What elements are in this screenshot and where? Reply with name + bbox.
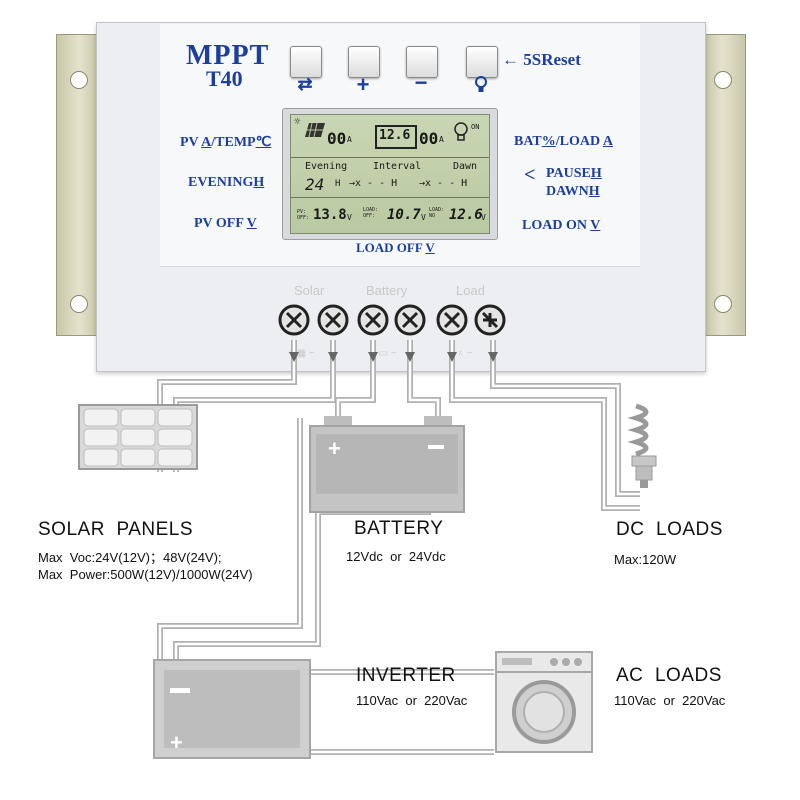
battery-icon: +: [309, 416, 465, 513]
washing-machine-icon: [495, 651, 593, 753]
mounting-hole: [70, 295, 88, 313]
lcd-load-off-unit: V: [421, 213, 426, 222]
mounting-hole: [714, 71, 732, 89]
cycle-arrows-icon: ⇄: [297, 74, 313, 94]
dc-loads-title: DC LOADS: [616, 519, 723, 540]
lcd-evening-value: 24: [305, 175, 325, 194]
lcd-load-on: ON: [471, 123, 480, 131]
lcd-pv-off-unit: V: [347, 213, 352, 222]
cycle-button[interactable]: [290, 46, 322, 78]
lcd-interval-label: Interval: [373, 161, 422, 172]
lcd-load-off-value: 10.7: [387, 207, 421, 223]
solar-voc-spec: Max Voc:24V(12V)；48V(24V);: [38, 550, 222, 565]
lcd-pv-unit: A: [347, 135, 352, 144]
left-arrow-icon: ←: [502, 50, 519, 69]
terminal-block: + ▦ − + ▭ − + ♁ −: [278, 304, 506, 359]
lcd-battery-value: 12.6: [379, 128, 411, 143]
load-on-label: LOAD ON V: [522, 218, 601, 233]
ac-loads-title: AC LOADS: [616, 665, 722, 686]
battery-spec: 12Vdc or 24Vdc: [346, 549, 446, 564]
bulb-icon: [475, 76, 487, 92]
dawn-label: DAWNH: [546, 184, 600, 199]
svg-text:+: +: [170, 730, 183, 755]
lcd-load-on-unit: V: [481, 213, 486, 222]
terminal-label-load: Load: [456, 283, 485, 298]
lcd-evening-label: Evening: [305, 161, 348, 172]
svg-text:+: +: [328, 436, 341, 461]
inverter-icon: +: [153, 659, 311, 759]
lcd-load-on-tag: LOAD: NO: [429, 207, 445, 219]
model-label: T40: [206, 66, 243, 91]
solar-panel-lcd-icon: [305, 123, 325, 137]
plus-icon: +: [356, 72, 370, 97]
terminal-label-battery: Battery: [366, 283, 408, 298]
battery-terminal-polarity-icon: + ▭ −: [370, 348, 397, 359]
lcd-screen: ☼ 00 A 12.6 00 A ON Evening Interval Daw…: [290, 114, 490, 234]
cfl-bulb-icon: [627, 403, 657, 488]
plus-button[interactable]: [348, 46, 380, 78]
wire-arrows: [289, 352, 498, 362]
right-mounting-bracket: [698, 34, 746, 336]
mounting-hole: [70, 71, 88, 89]
solar-terminal-polarity-icon: + ▦ −: [288, 348, 315, 359]
pause-label: PAUSEH: [546, 166, 602, 181]
lcd-dawn-label: Dawn: [453, 161, 478, 172]
solar-power-spec: Max Power:500W(12V)/1000W(24V): [38, 567, 253, 582]
pause-dawn-label: <: [524, 164, 535, 187]
lcd-bulb-icon: [454, 122, 468, 141]
evening-label: EVENINGH: [188, 175, 265, 190]
bat-load-label: BAT%/LOAD A: [514, 134, 613, 149]
lcd-divider: [291, 197, 489, 198]
lcd-load-off-tag: LOAD: OFF:: [363, 207, 379, 219]
lcd-pv-off-tag: PV: OFF:: [297, 209, 310, 221]
ac-loads-spec: 110Vac or 220Vac: [614, 693, 726, 708]
lcd-pv-off-value: 13.8: [313, 207, 347, 223]
pv-temp-label: PV A/TEMP℃: [180, 135, 272, 150]
load-off-label: LOAD OFF V: [356, 240, 435, 255]
load-wire-positive: [449, 340, 640, 511]
lcd-load-on-value: 12.6: [449, 207, 483, 223]
inverter-spec: 110Vac or 220Vac: [356, 693, 468, 708]
screw-terminal[interactable]: [474, 304, 506, 336]
lcd-battery-icon: 12.6: [375, 125, 417, 149]
screw-terminal[interactable]: [436, 304, 468, 336]
lcd-load-value: 00: [419, 129, 439, 148]
lcd-load-unit: A: [439, 135, 444, 144]
lcd-pv-value: 00: [327, 129, 347, 148]
dc-loads-spec: Max:120W: [614, 552, 677, 567]
screw-terminal[interactable]: [357, 304, 389, 336]
battery-title: BATTERY: [354, 518, 444, 539]
inverter-title: INVERTER: [356, 665, 456, 686]
screw-terminal[interactable]: [278, 304, 310, 336]
reset-hint-text: 5SReset: [523, 50, 581, 69]
minus-icon: −: [414, 70, 428, 95]
terminal-label-solar: Solar: [294, 283, 325, 298]
solar-panels-title: SOLAR PANELS: [38, 519, 194, 540]
screw-terminal[interactable]: [394, 304, 426, 336]
charge-controller: MPPT T40 ⇄ + − ← 5SReset PV A/TEMP℃ EVEN…: [0, 0, 800, 380]
sun-icon: ☼: [294, 115, 301, 128]
bracket-arrow-icon: <: [524, 164, 536, 186]
lcd-interval-value: →x - - H: [349, 178, 398, 189]
brand-label: MPPT: [186, 40, 270, 71]
mounting-hole: [714, 295, 732, 313]
pv-off-label: PV OFF V: [194, 216, 257, 231]
load-terminal-polarity-icon: + ♁ −: [448, 348, 473, 359]
lcd-dawn-value: →x - - H: [419, 178, 468, 189]
minus-button[interactable]: [406, 46, 438, 78]
lcd-divider: [291, 157, 489, 158]
screw-terminal[interactable]: [317, 304, 349, 336]
lcd-evening-unit: H: [335, 179, 341, 189]
reset-hint: ← 5SReset: [502, 50, 581, 70]
solar-panel-icon: [78, 404, 198, 470]
